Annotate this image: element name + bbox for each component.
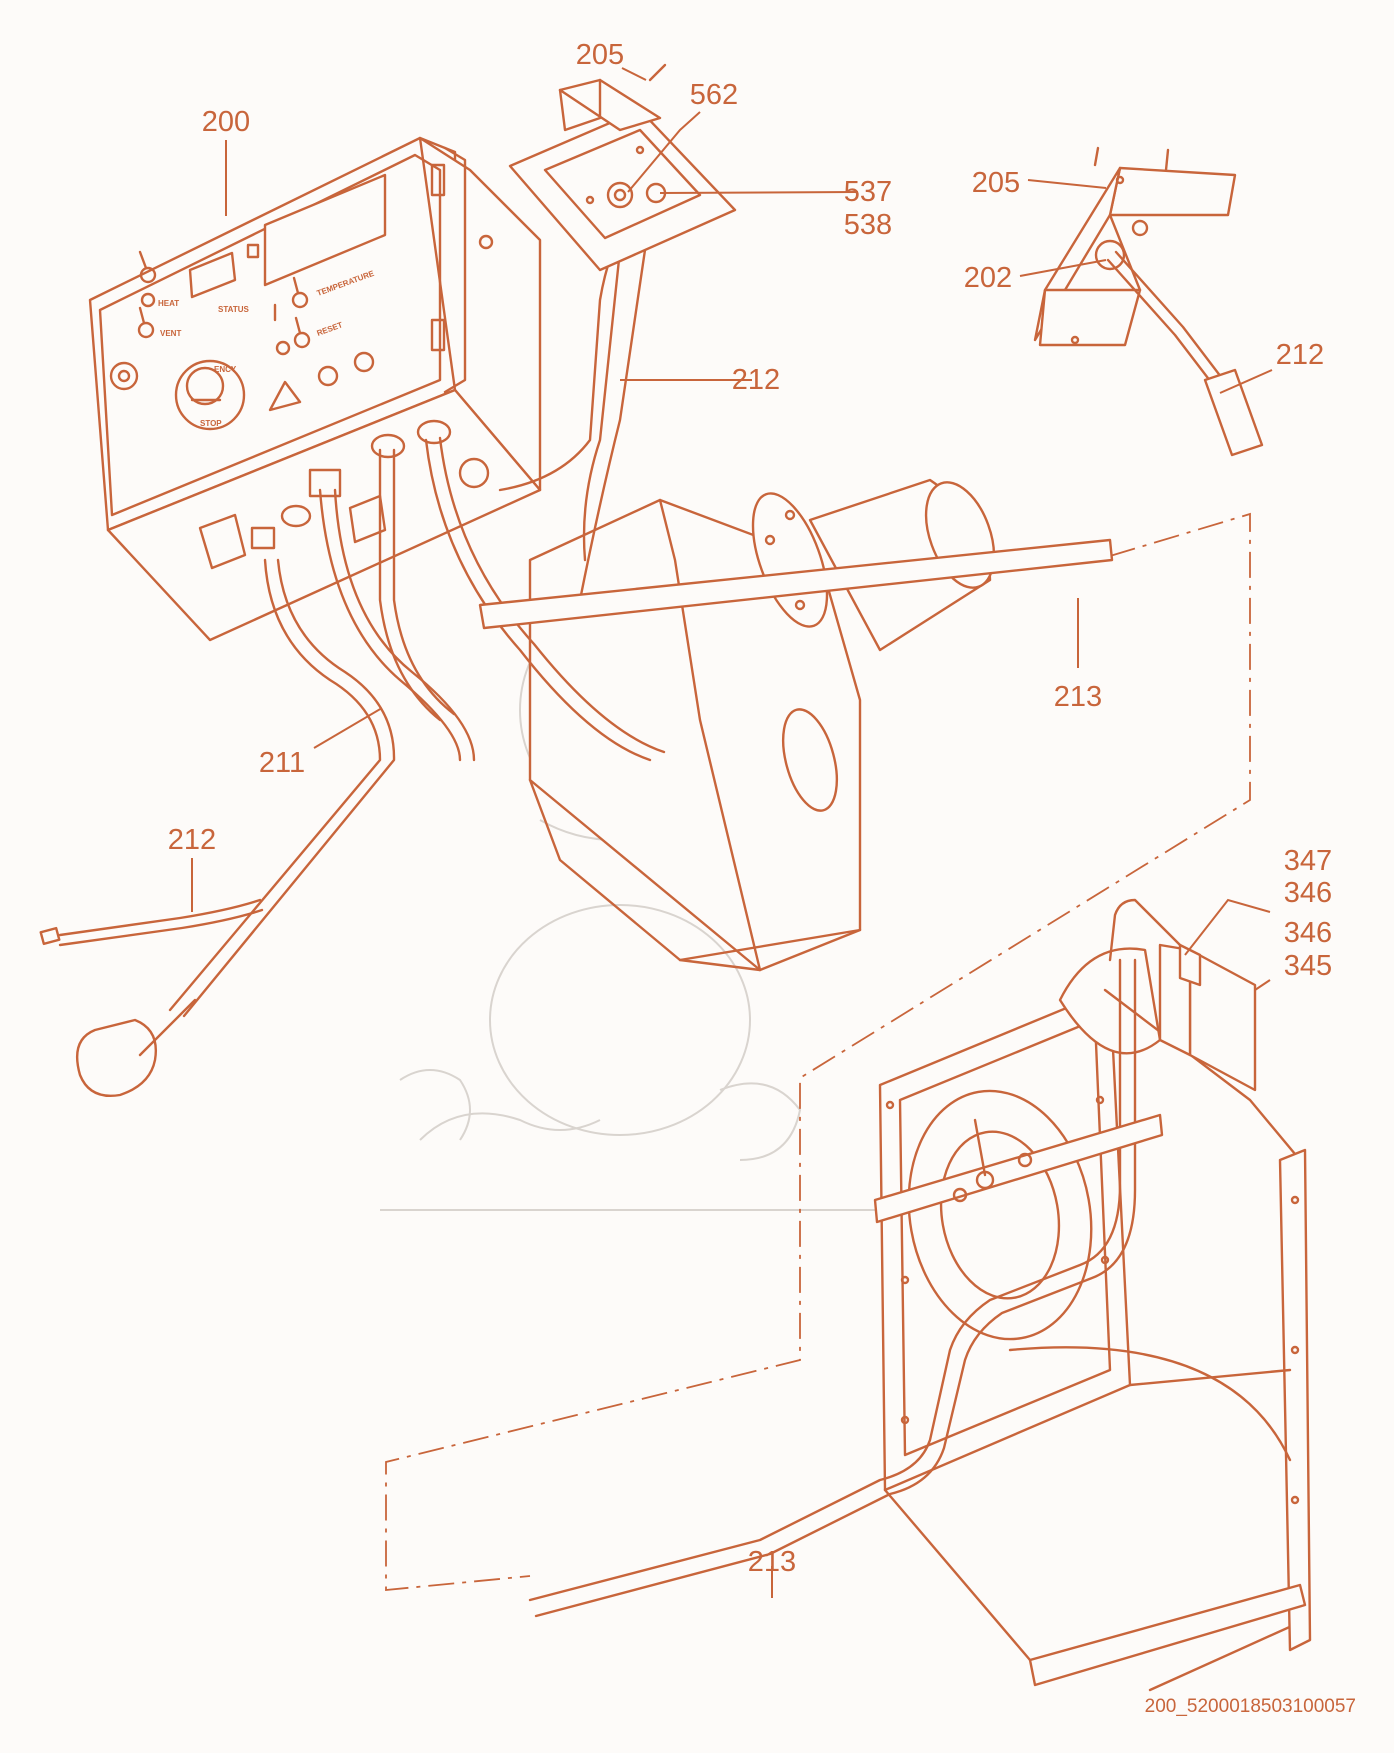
callout-205-bracket: 205 [972,167,1020,199]
probe-bracket-202 [1033,146,1264,457]
callout-562: 562 [690,79,738,111]
hose-wiring [39,183,1114,1097]
figure-id: 200_5200018503100057 [1145,1696,1356,1717]
callout-537: 537 [844,176,892,208]
label-status: STATUS [218,305,249,314]
callout-346-lower: 346 [1284,917,1332,949]
callout-538: 538 [844,209,892,241]
callout-212-right: 212 [1276,339,1324,371]
label-stop: STOP [200,419,222,428]
label-emergency: ENCY [214,365,237,374]
callout-345: 345 [1284,950,1332,982]
callout-212-center: 212 [732,364,780,396]
callout-202: 202 [964,262,1012,294]
lower-frame-assembly [528,898,1312,1692]
callout-213-upper: 213 [1054,681,1102,713]
junction-box-top [508,63,737,272]
callout-346-upper: 346 [1284,877,1332,909]
callout-200: 200 [202,106,250,138]
leader-lines [191,67,1273,1598]
callout-211: 211 [259,747,305,779]
callout-212-left: 212 [168,824,216,856]
control-box-200: HEAT VENT STATUS TEMPERATURE RESET ENCY … [88,136,542,642]
label-vent: VENT [160,329,181,338]
heater-housing [528,478,996,972]
callout-347: 347 [1284,845,1332,877]
callout-213-lower: 213 [748,1546,796,1578]
callout-205-top: 205 [576,39,624,71]
label-heat: HEAT [158,299,179,308]
callouts: 200 205 562 537 538 205 202 212 212 212 … [168,39,1332,1578]
assembly-connection-outline [385,512,1251,1591]
